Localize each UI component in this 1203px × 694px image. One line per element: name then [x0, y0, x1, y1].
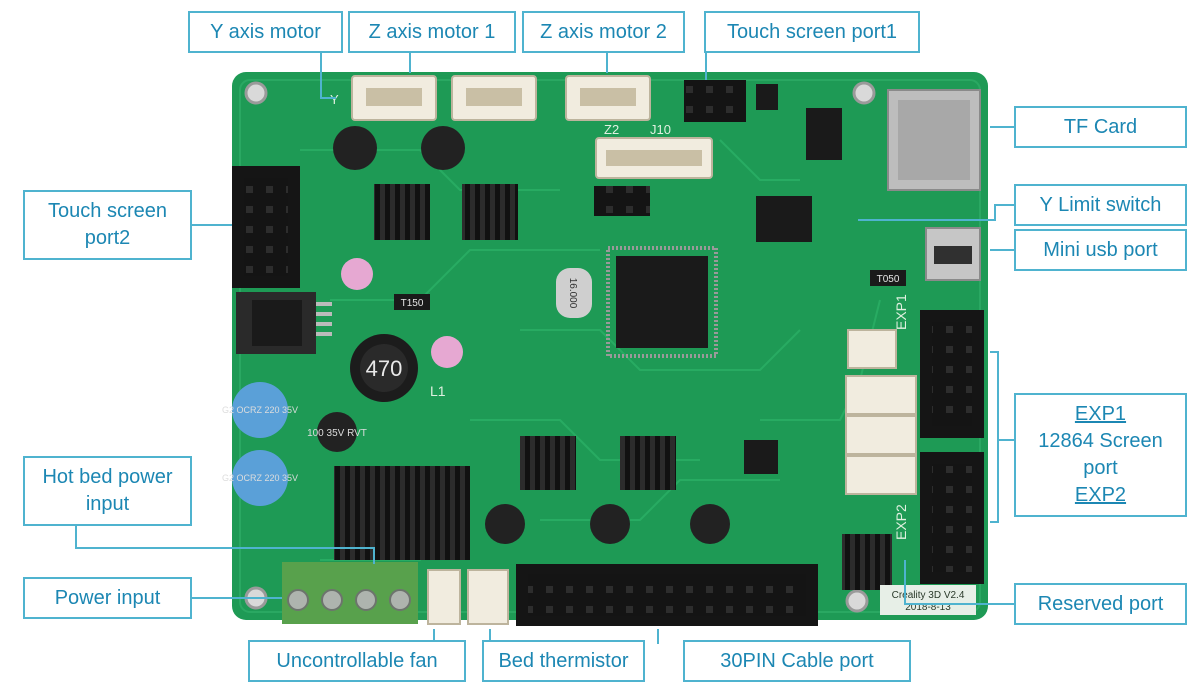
label-z-axis-motor-1: Z axis motor 1 — [348, 11, 516, 53]
label-tf-card-text: TF Card — [1063, 115, 1138, 138]
label-y-limit-switch: Y Limit switch — [1014, 184, 1187, 226]
z2-silkscreen: Z2 — [604, 122, 619, 137]
label-exp2-text: EXP2 — [1074, 484, 1127, 506]
t050-label: T050 — [877, 274, 900, 285]
label-30pin-cable-port: 30PIN Cable port — [683, 640, 911, 682]
y-silkscreen: Y — [330, 92, 339, 107]
label-screen-port-line2: port — [1083, 457, 1118, 479]
label-30pin-cable-port-text: 30PIN Cable port — [720, 649, 874, 672]
label-touch-screen-port2: Touch screen port2 — [23, 190, 192, 260]
capacitors — [232, 126, 730, 544]
leader-lines — [75, 53, 1014, 644]
label-power-input-text: Power input — [54, 586, 161, 609]
label-y-axis-motor-text: Y axis motor — [210, 20, 321, 43]
label-touch-screen-port1-text: Touch screen port1 — [726, 20, 898, 43]
label-touch-screen-port1: Touch screen port1 — [704, 11, 920, 53]
label-z-axis-motor-2-text: Z axis motor 2 — [540, 20, 667, 43]
j10-silkscreen: J10 — [650, 122, 671, 137]
exp1-silkscreen: EXP1 — [893, 294, 909, 330]
label-exp1-text: EXP1 — [1074, 403, 1127, 425]
label-mini-usb-port-text: Mini usb port — [1043, 238, 1158, 261]
board-date: 2018-8-13 — [905, 602, 951, 613]
label-exp-screen-port: EXP1 12864 Screen port EXP2 — [1014, 393, 1187, 517]
label-bed-thermistor: Bed thermistor — [482, 640, 645, 682]
label-uncontrollable-fan: Uncontrollable fan — [248, 640, 466, 682]
label-touch-screen-port2-text: Touch screen port2 — [48, 200, 167, 249]
label-tf-card: TF Card — [1014, 106, 1187, 148]
inductor-label: 470 — [366, 356, 403, 381]
cap-label-small: 100 35V RVT — [307, 428, 367, 439]
label-mini-usb-port: Mini usb port — [1014, 229, 1187, 271]
cap-label-large-2: G2 OCRZ 220 35V — [222, 473, 298, 483]
label-bed-thermistor-text: Bed thermistor — [498, 649, 629, 672]
label-hot-bed-power-input: Hot bed power input — [23, 456, 192, 526]
label-y-limit-switch-text: Y Limit switch — [1039, 193, 1162, 216]
crystal-label: 16.000 — [567, 278, 578, 309]
heatsinks — [334, 184, 892, 590]
label-uncontrollable-fan-text: Uncontrollable fan — [276, 649, 438, 672]
t150-label: T150 — [401, 298, 424, 309]
label-power-input: Power input — [23, 577, 192, 619]
mcu-chip — [616, 256, 708, 348]
cap-label-large-1: G2 OCRZ 220 35V — [222, 405, 298, 415]
label-y-axis-motor: Y axis motor — [188, 11, 343, 53]
label-z-axis-motor-2: Z axis motor 2 — [522, 11, 685, 53]
label-reserved-port: Reserved port — [1014, 583, 1187, 625]
label-z-axis-motor-1-text: Z axis motor 1 — [368, 20, 496, 43]
board-model: Creality 3D V2.4 — [892, 590, 965, 601]
label-reserved-port-text: Reserved port — [1037, 592, 1164, 615]
label-screen-port-line1: 12864 Screen — [1038, 430, 1163, 452]
mounting-holes — [244, 81, 876, 613]
l1-label: L1 — [430, 383, 446, 399]
label-hot-bed-power-input-text: Hot bed power input — [42, 466, 173, 515]
pin-header-1 — [684, 80, 746, 122]
exp2-silkscreen: EXP2 — [893, 504, 909, 540]
